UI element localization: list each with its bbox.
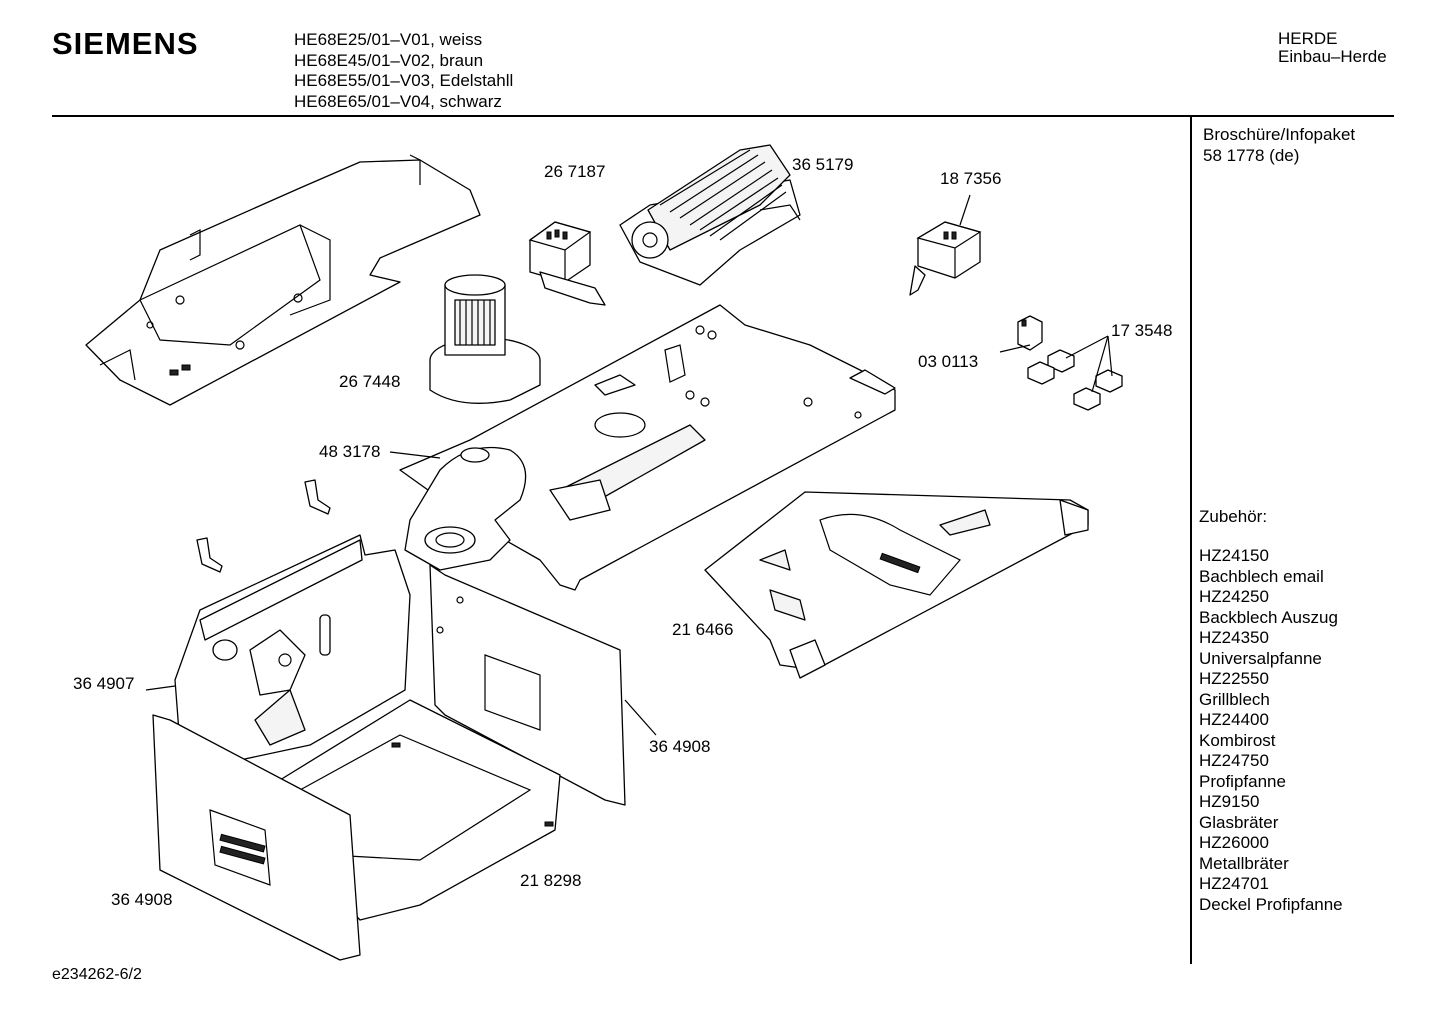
accessory-code: HZ24701 (1199, 874, 1269, 893)
category: HERDE Einbau–Herde (1278, 30, 1387, 66)
part-label: 21 6466 (672, 620, 734, 639)
part-label: 36 4907 (73, 674, 135, 693)
leader-lines (145, 194, 971, 736)
part-label: 36 4908 (649, 737, 711, 756)
accessories-list: HZ24150 Bachblech email HZ24250 Backblec… (1199, 546, 1343, 915)
accessory-code: HZ22550 (1199, 669, 1269, 688)
accessory-code: HZ24150 (1199, 546, 1269, 565)
accessory-code: HZ9150 (1199, 792, 1260, 811)
accessory-name: Grillblech (1199, 689, 1270, 709)
accessory-name: Bachblech email (1199, 566, 1324, 586)
housing-frame-part (85, 154, 481, 406)
sidebar-divider (1190, 117, 1192, 964)
accessory-code: HZ24400 (1199, 710, 1269, 729)
category-line: HERDE (1278, 29, 1338, 48)
part-label: 03 0113 (918, 352, 979, 371)
accessory-name: Kombirost (1199, 730, 1276, 750)
category-line: Einbau–Herde (1278, 47, 1387, 66)
transformer-part (909, 221, 982, 296)
brochure-number: 58 1778 (de) (1203, 146, 1300, 165)
accessory-name: Deckel Profipfanne (1199, 894, 1343, 914)
bracket-part (196, 479, 331, 573)
part-label: 17 3548 (1111, 321, 1173, 340)
accessory-code: HZ24750 (1199, 751, 1269, 770)
model-line: HE68E45/01–V02, braun (294, 50, 484, 70)
header-divider (52, 115, 1394, 117)
back-wall-part (174, 534, 411, 761)
model-line: HE68E25/01–V01, weiss (294, 30, 483, 49)
part-label: 48 3178 (319, 442, 381, 461)
document-id: e234262-6/2 (52, 966, 142, 983)
accessory-name: Universalpfanne (1199, 648, 1322, 668)
switches-part (999, 315, 1123, 411)
tray-part (704, 491, 1089, 679)
accessory-name: Profipfanne (1199, 771, 1286, 791)
model-line: HE68E55/01–V03, Edelstahll (294, 71, 514, 90)
accessory-code: HZ24250 (1199, 587, 1269, 606)
side-wall-part (152, 714, 361, 961)
part-label: 36 5179 (792, 155, 854, 174)
exploded-parts-diagram (85, 144, 1123, 961)
brochure-info: Broschüre/Infopaket 58 1778 (de) (1203, 124, 1355, 166)
part-label: 26 7187 (544, 162, 606, 181)
brochure-title: Broschüre/Infopaket (1203, 125, 1356, 144)
part-label: 36 4908 (111, 890, 173, 909)
part-label: 18 7356 (940, 169, 1002, 188)
accessory-code: HZ24350 (1199, 628, 1269, 647)
accessory-code: HZ26000 (1199, 833, 1269, 852)
part-label: 21 8298 (520, 871, 582, 890)
part-label: 26 7448 (339, 372, 401, 391)
air-duct-part (404, 446, 527, 571)
accessories-heading: Zubehör: (1199, 507, 1268, 526)
accessory-name: Metallbräter (1199, 853, 1289, 873)
accessory-name: Glasbräter (1199, 812, 1279, 832)
cavity-top-plate-part (399, 304, 896, 591)
brand-logo: SIEMENS (52, 26, 199, 61)
model-list: HE68E25/01–V01, weiss HE68E45/01–V02, br… (294, 30, 513, 112)
transformer-part (528, 221, 606, 306)
side-wall-part (429, 564, 626, 806)
cross-flow-fan-part (619, 144, 801, 286)
fan-motor-part (429, 274, 541, 404)
model-line: HE68E65/01–V04, schwarz (294, 91, 502, 111)
accessory-name: Backblech Auszug (1199, 607, 1338, 627)
